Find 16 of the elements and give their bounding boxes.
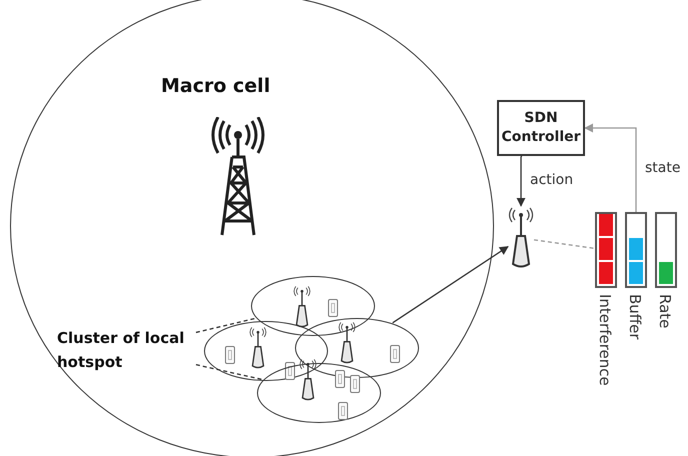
bar-label: Buffer: [626, 294, 644, 340]
arrow: [392, 246, 509, 324]
hotspot-coverage-ellipse: [251, 276, 375, 336]
access-point-icon: [508, 206, 534, 270]
cluster-label: Cluster of local hotspot: [57, 326, 197, 374]
leader-line: [196, 318, 256, 334]
hotspot-coverage-ellipse: [204, 321, 328, 381]
bar-label: Rate: [656, 294, 674, 328]
bar-label: Interference: [596, 294, 614, 386]
arrow: [584, 123, 637, 212]
macro-cell-circle: [10, 0, 494, 456]
edge-label: action: [530, 172, 574, 188]
controller-box: SDN Controller: [497, 100, 585, 156]
connector-line: [534, 239, 596, 250]
cell-title: Macro cell: [161, 75, 270, 97]
arrow: [516, 156, 526, 207]
